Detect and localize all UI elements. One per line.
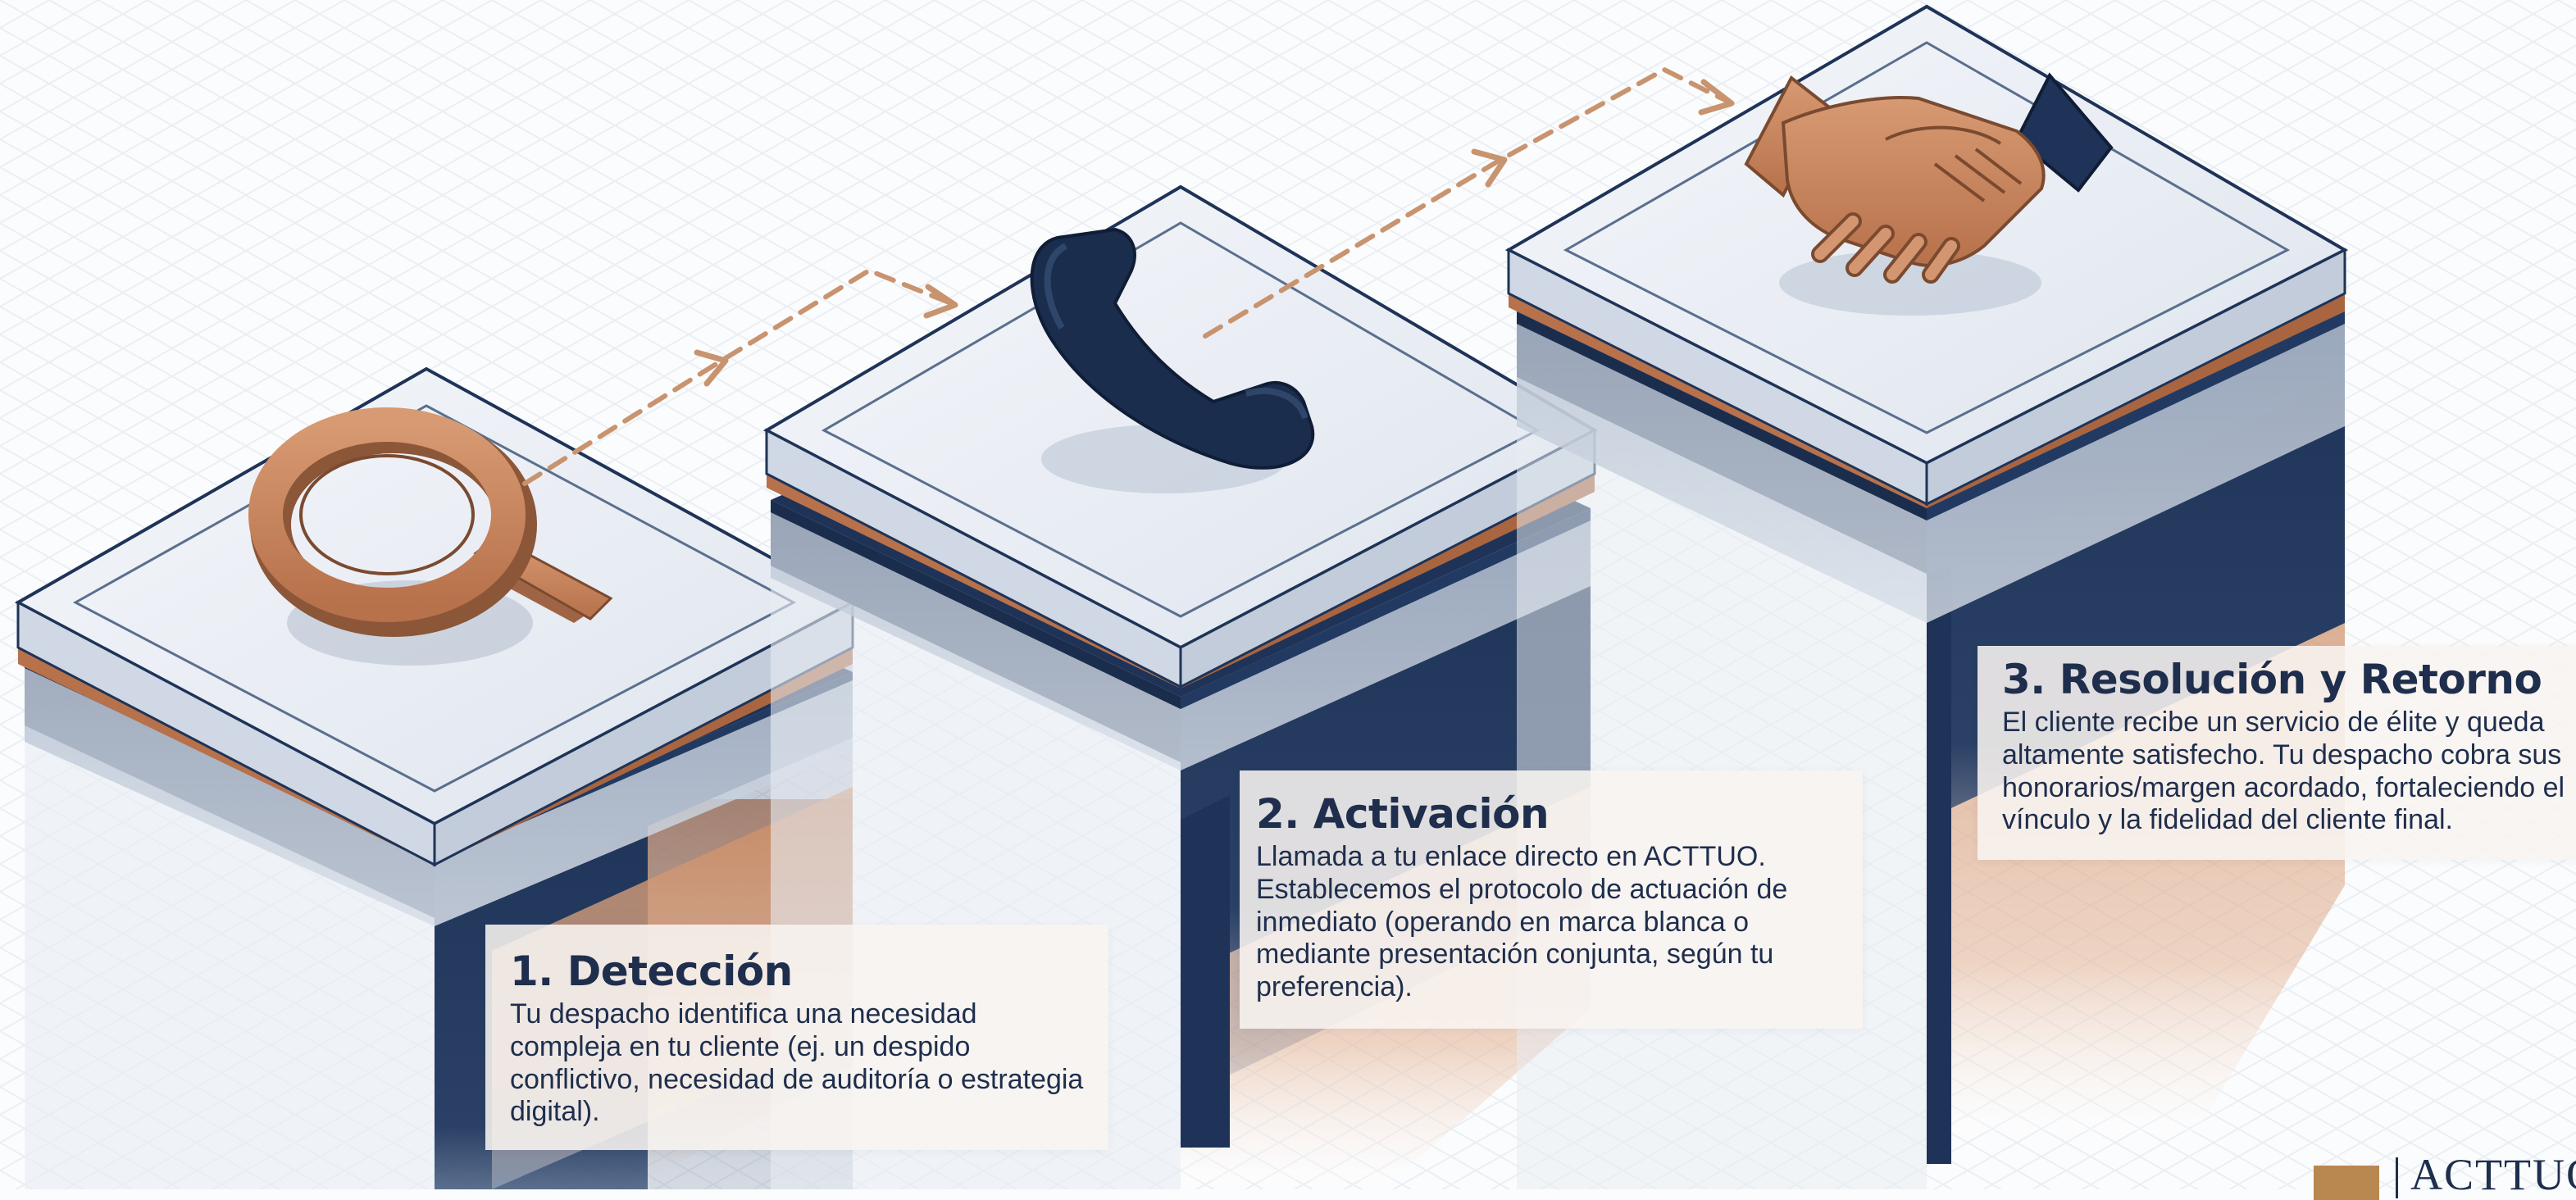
brand-logo: ACTTUO bbox=[2310, 1146, 2576, 1200]
connector-arrow-1 bbox=[522, 267, 953, 486]
arrowhead-1 bbox=[923, 284, 958, 319]
step-2-title: 2. Activación bbox=[1256, 790, 1550, 838]
step-1-panel: 1. Detección Tu despacho identifica una … bbox=[485, 925, 1108, 1151]
step-1-title: 1. Detección bbox=[510, 948, 793, 995]
step-2-panel: 2. Activación Llamada a tu enlace direct… bbox=[1240, 770, 1863, 1029]
handshake-icon bbox=[1744, 72, 2114, 316]
pillar-1 bbox=[14, 366, 857, 1189]
connector-arrow-2 bbox=[1203, 66, 1732, 339]
phone-handset-icon bbox=[1030, 227, 1315, 493]
step-3-description: El cliente recibe un servicio de élite y… bbox=[2002, 707, 2565, 836]
magnifying-glass-icon bbox=[248, 407, 613, 666]
step-3-panel: 3. Resolución y Retorno El cliente recib… bbox=[1978, 646, 2576, 861]
step-1-description: Tu despacho identifica una necesidad com… bbox=[510, 998, 1084, 1128]
arrowhead-1b bbox=[694, 349, 729, 387]
step-2-description: Llamada a tu enlace directo en ACTTUO. E… bbox=[1256, 841, 1788, 1003]
step-3-title: 3. Resolución y Retorno bbox=[2002, 656, 2542, 703]
logo-mark-icon bbox=[2314, 1166, 2379, 1200]
arrowhead-2 bbox=[1471, 148, 1508, 188]
arrowhead-2b bbox=[1698, 79, 1735, 116]
logo-divider bbox=[2396, 1157, 2398, 1198]
brand-name: ACTTUO bbox=[2410, 1150, 2576, 1199]
